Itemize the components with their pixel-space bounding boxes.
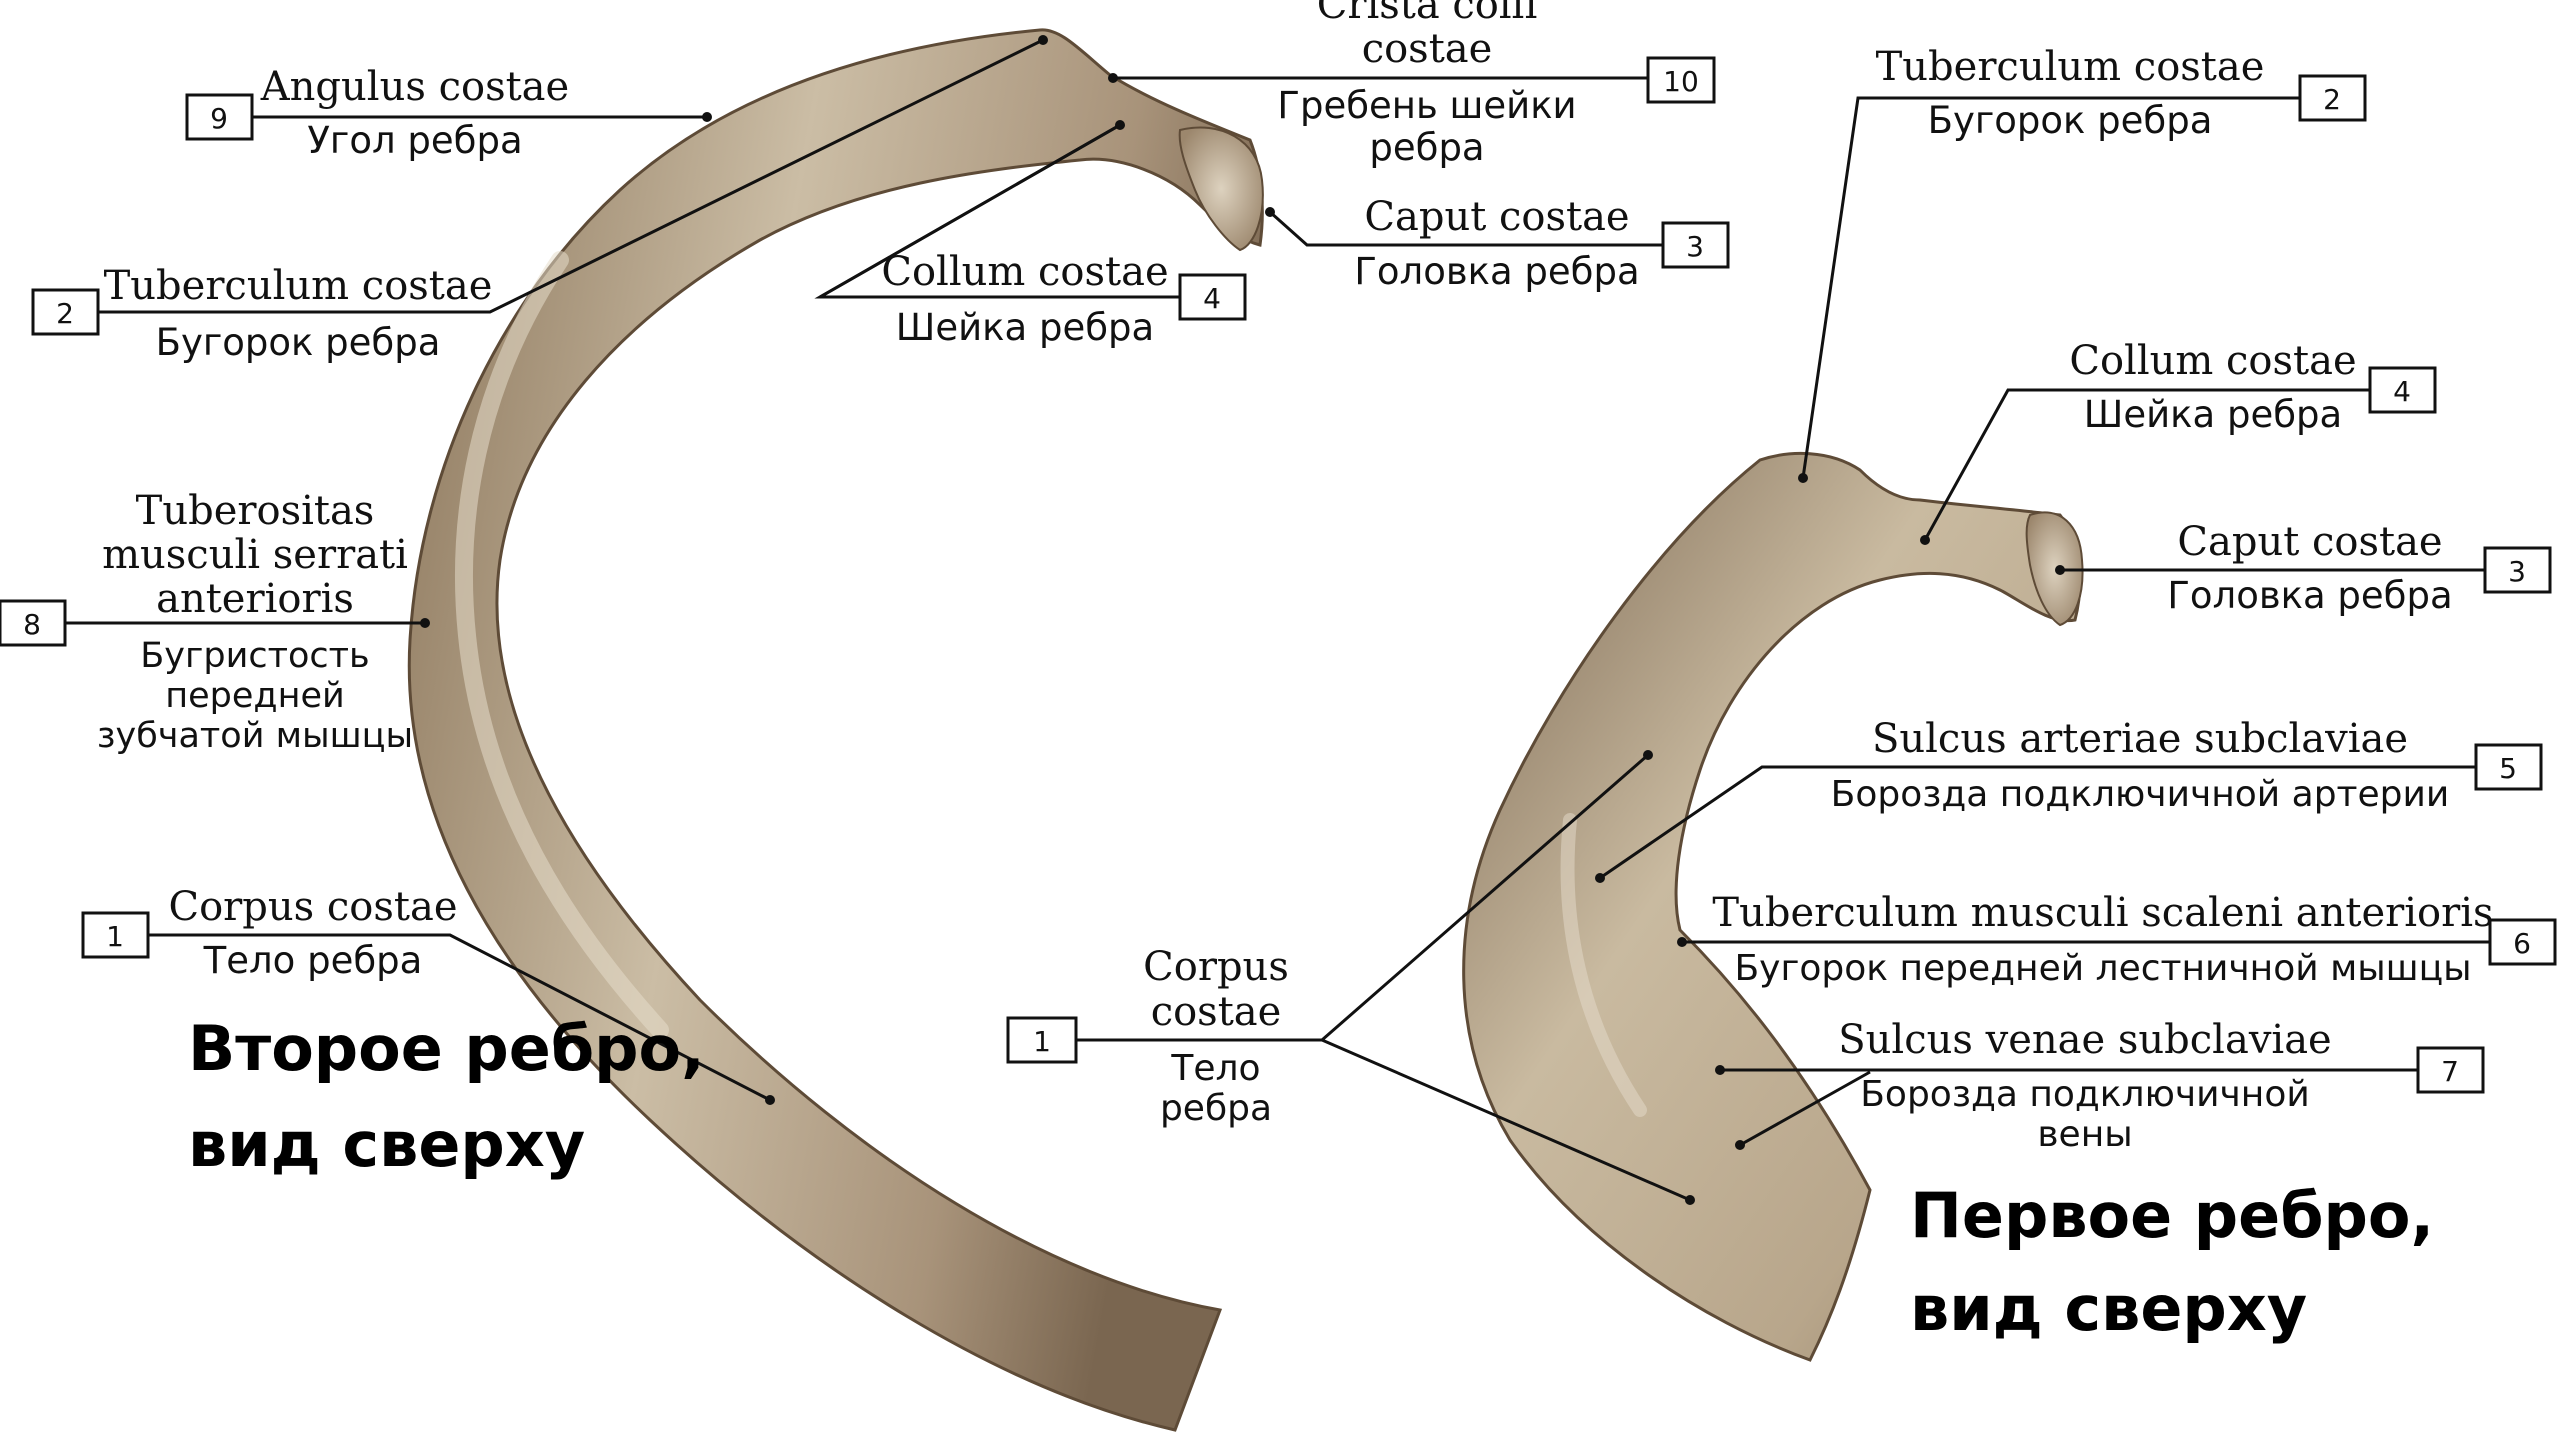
label-number: 3 bbox=[2508, 555, 2526, 588]
caption-line: вид сверху bbox=[188, 1108, 585, 1181]
label-r1-tuberculum-scaleni: 6 Tuberculum musculi scaleni anterioris … bbox=[1712, 890, 2555, 989]
label-latin: Collum costae bbox=[2069, 338, 2356, 384]
label-russian: ребра bbox=[1160, 1088, 1272, 1129]
label-russian: Бугорок ребра bbox=[1928, 99, 2213, 142]
label-latin: Tuberositas bbox=[136, 488, 375, 534]
caption-line: Первое ребро, bbox=[1910, 1179, 2434, 1252]
label-number: 3 bbox=[1686, 230, 1704, 263]
label-russian: передней bbox=[165, 676, 345, 716]
label-number: 2 bbox=[56, 297, 74, 330]
label-latin: costae bbox=[1362, 26, 1493, 72]
label-number: 1 bbox=[106, 920, 124, 953]
label-russian: Борозда подключичной артерии bbox=[1831, 774, 2450, 815]
label-r2-angulus: 9 Angulus costae Угол ребра bbox=[187, 64, 569, 162]
label-r2-collum: 4 Collum costae Шейка ребра bbox=[881, 249, 1245, 349]
label-latin: Sulcus arteriae subclaviae bbox=[1872, 716, 2408, 762]
label-russian: Тело bbox=[1170, 1048, 1260, 1089]
label-russian: вены bbox=[2037, 1114, 2132, 1155]
label-latin: Tuberculum costae bbox=[1876, 44, 2265, 90]
label-r2-corpus: 1 Corpus costae Тело ребра bbox=[83, 884, 458, 982]
label-latin: musculi serrati bbox=[102, 532, 408, 578]
label-russian: Бугорок передней лестничной мышцы bbox=[1734, 948, 2471, 989]
label-russian: Угол ребра bbox=[307, 119, 522, 162]
label-russian: Бугристость bbox=[140, 636, 369, 676]
label-number: 10 bbox=[1663, 65, 1699, 98]
label-r1-corpus: 1 Corpus costae Тело ребра bbox=[1008, 944, 1289, 1129]
label-latin: Corpus bbox=[1143, 944, 1289, 990]
label-number: 4 bbox=[2393, 375, 2411, 408]
label-latin: anterioris bbox=[156, 576, 354, 622]
label-latin: Tuberculum musculi scaleni anterioris bbox=[1712, 890, 2493, 936]
label-r1-sulcus-venae: 7 Sulcus venae subclaviae Борозда подклю… bbox=[1838, 1017, 2483, 1155]
caption-line: вид сверху bbox=[1910, 1272, 2307, 1345]
label-r1-collum: 4 Collum costae Шейка ребра bbox=[2069, 338, 2435, 436]
label-russian: Бугорок ребра bbox=[156, 321, 441, 364]
label-number: 6 bbox=[2513, 927, 2531, 960]
label-number: 7 bbox=[2441, 1055, 2459, 1088]
label-russian: Тело ребра bbox=[203, 939, 423, 982]
label-latin: costae bbox=[1151, 989, 1282, 1035]
label-latin: Tuberculum costae bbox=[104, 263, 493, 309]
label-russian: Шейка ребра bbox=[896, 306, 1154, 349]
label-latin: Collum costae bbox=[881, 249, 1168, 295]
label-russian: Гребень шейки bbox=[1277, 84, 1576, 127]
label-number: 8 bbox=[23, 608, 41, 641]
label-number: 5 bbox=[2499, 752, 2517, 785]
label-russian: Шейка ребра bbox=[2084, 393, 2342, 436]
label-number: 2 bbox=[2323, 83, 2341, 116]
label-russian: Головка ребра bbox=[2167, 574, 2452, 617]
label-latin: Caput costae bbox=[1364, 194, 1629, 240]
label-latin: Crista colli bbox=[1317, 0, 1538, 28]
caption-first-rib: Первое ребро, вид сверху bbox=[1910, 1179, 2434, 1345]
label-russian: зубчатой мышцы bbox=[97, 716, 413, 756]
label-russian: ребра bbox=[1369, 126, 1484, 169]
label-number: 9 bbox=[210, 102, 228, 135]
label-latin: Sulcus venae subclaviae bbox=[1838, 1017, 2331, 1063]
label-russian: Головка ребра bbox=[1354, 250, 1639, 293]
label-latin: Caput costae bbox=[2177, 519, 2442, 565]
second-rib-bone bbox=[409, 30, 1262, 1430]
second-rib-illustration bbox=[409, 30, 1263, 1430]
label-number: 4 bbox=[1203, 282, 1221, 315]
label-number: 1 bbox=[1033, 1025, 1051, 1058]
label-russian: Борозда подключичной bbox=[1860, 1074, 2310, 1115]
label-r1-caput: 3 Caput costae Головка ребра bbox=[2167, 519, 2550, 617]
label-latin: Corpus costae bbox=[168, 884, 457, 930]
label-r1-tuberculum: 2 Tuberculum costae Бугорок ребра bbox=[1876, 44, 2365, 142]
label-r2-crista: 10 Crista colli costae Гребень шейки реб… bbox=[1277, 0, 1714, 169]
caption-line: Второе ребро, bbox=[188, 1012, 705, 1085]
label-latin: Angulus costae bbox=[260, 64, 569, 110]
